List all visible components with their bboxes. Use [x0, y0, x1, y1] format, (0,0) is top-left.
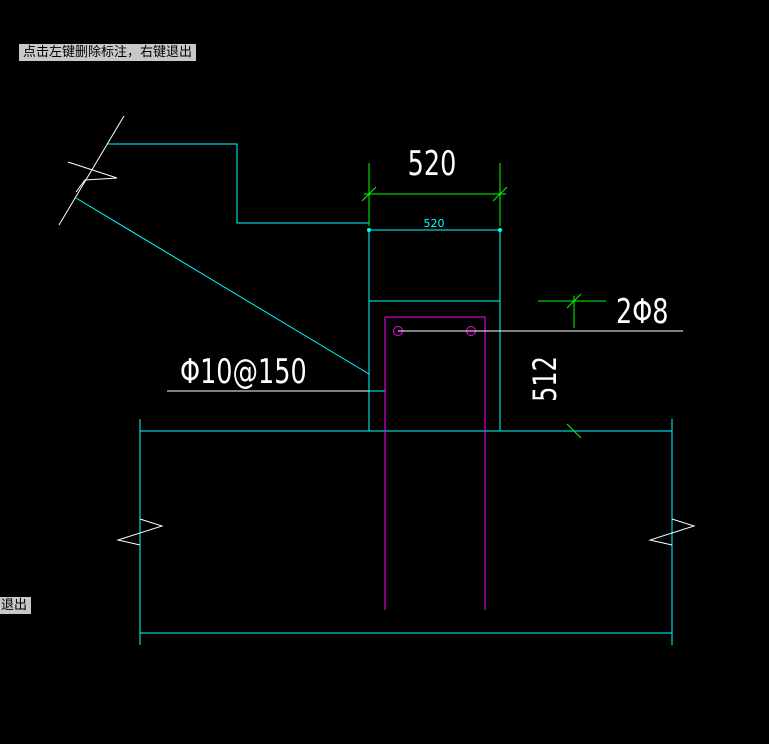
dimension-width-large[interactable]: 520 [408, 144, 457, 184]
leader-lines [75, 143, 370, 375]
dimension-width-small[interactable]: 520 [424, 217, 445, 230]
dimension-lines [361, 163, 606, 439]
dim-node-left [367, 228, 371, 232]
leader-marker [58, 115, 125, 226]
top-bars-label[interactable]: 2Φ8 [616, 292, 669, 332]
break-symbol-left [116, 518, 164, 546]
command-prompt-partial: 退出 [0, 597, 32, 614]
stirrup-label[interactable]: Φ10@150 [180, 352, 307, 392]
slab-outline [139, 419, 673, 645]
command-prompt: 点击左键删除标注，右键退出 [19, 44, 197, 61]
dim-node-right [498, 228, 502, 232]
break-symbol-right [648, 518, 696, 546]
dimension-height[interactable]: 512 [527, 356, 564, 402]
stirrup [384, 316, 486, 610]
